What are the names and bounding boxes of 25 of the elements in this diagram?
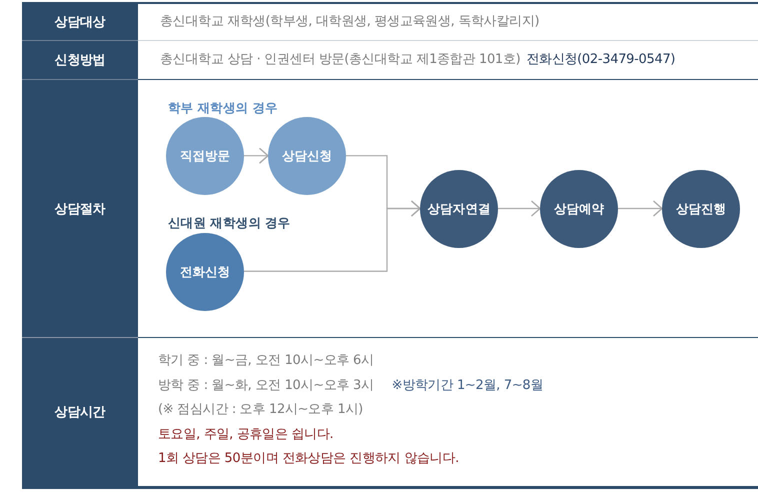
eligibility-text: 총신대학교 재학생(학부생, 대학원생, 평생교육원생, 독학사칼리지) — [160, 13, 540, 31]
hours-text: 학기 중 : 월~금, 오전 10시~오후 6시 — [158, 352, 374, 370]
step-label: 상담진행 — [676, 201, 726, 217]
group-heading: 신대원 재학생의 경우 — [168, 214, 290, 232]
flow-arrow — [498, 200, 541, 217]
step-label: 상담신청 — [282, 148, 332, 164]
flow-arrow — [244, 148, 269, 164]
hours-text: (※ 점심시간 : 오후 12시~오후 1시) — [158, 401, 363, 419]
flow-arrow — [244, 200, 421, 272]
phone-info-text: 전화신청(02-3479-0547) — [526, 51, 676, 69]
row-header: 상담시간 — [22, 337, 138, 486]
hours-text: 방학 중 : 월~화, 오전 10시~오후 3시 — [158, 376, 374, 394]
row-header: 신청방법 — [22, 40, 138, 79]
row-header: 상담대상 — [22, 4, 138, 40]
visit-info-text: 총신대학교 상담 · 인권센터 방문(총신대학교 제1종합관 101호) — [160, 51, 520, 69]
step-label: 상담예약 — [554, 201, 604, 217]
step-label: 상담자연결 — [427, 201, 490, 217]
step-label: 직접방문 — [180, 148, 230, 164]
note-text: ※방학기간 1~2월, 7~8월 — [392, 376, 544, 394]
group-heading: 학부 재학생의 경우 — [168, 99, 278, 117]
notice-text: 토요일, 주일, 공휴일은 쉽니다. — [158, 426, 334, 444]
flow-arrow — [618, 200, 663, 217]
notice-text: 1회 상담은 50분이며 전화상담은 진행하지 않습니다. — [158, 450, 459, 468]
step-label: 전화신청 — [180, 264, 230, 280]
row-header: 상담절차 — [22, 79, 138, 337]
